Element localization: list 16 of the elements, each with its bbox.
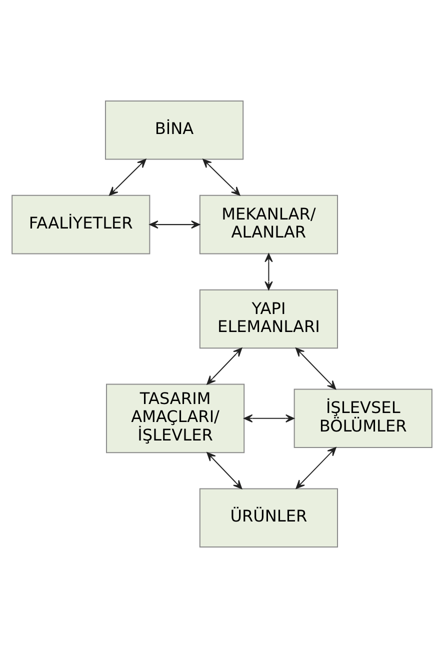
arrow: [244, 414, 294, 422]
node-box: YAPI ELEMANLARI: [199, 288, 338, 348]
node-box: İŞLEVSEL BÖLÜMLER: [294, 388, 432, 448]
node-box: TASARIM AMAÇLARI/ İŞLEVLER: [106, 383, 245, 453]
node-box: MEKANLAR/ ALANLAR: [199, 194, 338, 254]
arrow: [206, 347, 242, 384]
node-box: FAALİYETLER: [12, 194, 150, 254]
arrow: [296, 446, 336, 488]
arrow: [264, 252, 273, 290]
node-box: ÜRÜNLER: [199, 488, 338, 547]
arrow: [149, 220, 200, 228]
arrow: [202, 158, 240, 196]
arrow: [206, 452, 242, 489]
arrow: [109, 158, 146, 196]
arrow: [296, 347, 336, 389]
node-box: BİNA: [104, 100, 244, 160]
